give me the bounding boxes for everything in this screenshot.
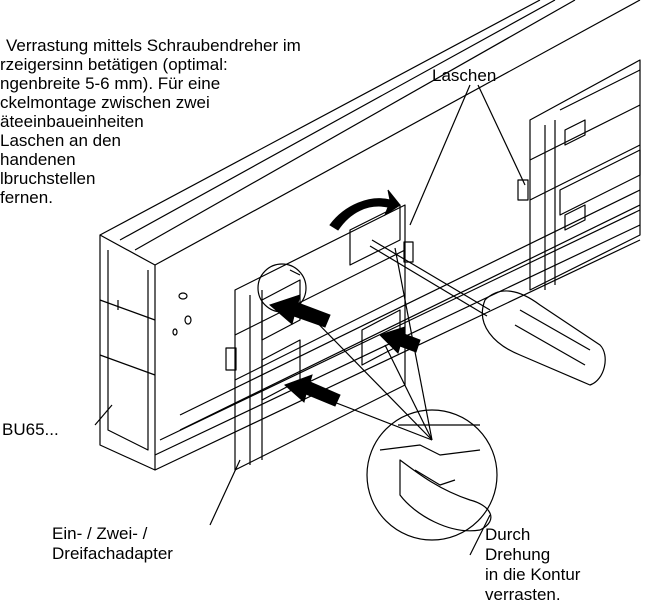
instruction-line-7: handenen xyxy=(0,150,76,169)
instruction-line-6: Laschen an den xyxy=(0,131,121,150)
cable-duct xyxy=(99,0,641,471)
instruction-line-5: äteeinbaueinheiten xyxy=(0,112,144,131)
instruction-line-9: fernen. xyxy=(0,188,53,207)
label-durch-line4: verrasten. xyxy=(485,585,561,604)
instruction-line-2: rzeigersinn betätigen (optimal: xyxy=(0,55,228,74)
instruction-line-4: ckelmontage zwischen zwei xyxy=(0,93,210,112)
label-adapter-line1: Ein- / Zwei- / xyxy=(52,524,148,543)
instruction-line-3: ngenbreite 5-6 mm). Für eine xyxy=(0,74,221,93)
label-adapter-line2: Dreifachadapter xyxy=(52,544,173,563)
push-arrow-upper-left xyxy=(269,294,331,328)
rotation-arrow xyxy=(329,189,401,231)
rear-device-module xyxy=(517,59,641,291)
label-durch-line3: in die Kontur xyxy=(485,565,581,584)
screwdriver xyxy=(369,239,606,386)
detail-magnifier xyxy=(366,409,498,541)
label-durch-line1: Durch xyxy=(485,525,531,544)
instruction-line-1: Verrastung mittels Schraubendreher im xyxy=(6,36,301,55)
push-arrows xyxy=(269,189,421,407)
instruction-line-8: lbruchstellen xyxy=(0,169,96,188)
label-laschen: Laschen xyxy=(432,66,497,85)
label-durch-line2: Drehung xyxy=(485,545,551,564)
push-arrow-right xyxy=(379,326,421,354)
push-arrow-lower-left xyxy=(284,374,341,407)
label-bu65: BU65... xyxy=(2,420,59,439)
